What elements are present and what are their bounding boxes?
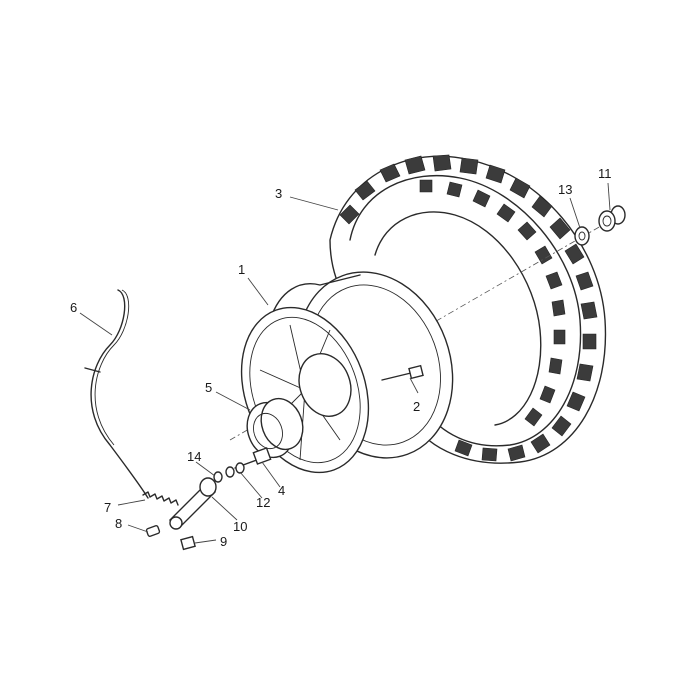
callout-2: 2 [413,399,420,414]
wheel-rim [240,271,454,474]
callout-labels: 1 2 3 4 5 6 7 8 9 10 11 12 13 14 [70,166,612,549]
rim-bolt [381,364,424,381]
brake-cable [84,289,149,499]
callout-3: 3 [275,186,282,201]
brake-lever [168,477,217,530]
callout-9: 9 [220,534,227,549]
callout-13: 13 [558,182,572,197]
callout-8: 8 [115,516,122,531]
callout-4: 4 [278,483,285,498]
tire-tread [339,154,598,462]
callout-7: 7 [104,500,111,515]
callout-5: 5 [205,380,212,395]
callout-12: 12 [256,495,270,510]
bolt-9 [180,535,196,551]
callout-6: 6 [70,300,77,315]
pin [145,525,161,537]
washer-13 [574,226,590,246]
callout-14: 14 [187,449,201,464]
leader-lines [79,182,611,544]
washer-14 [213,471,223,483]
brake-drum [246,397,304,459]
return-spring [142,491,179,506]
spacer-11 [598,205,626,232]
callout-11: 11 [598,166,612,181]
tire [329,154,607,464]
callout-10: 10 [233,519,247,534]
callout-1: 1 [238,262,245,277]
washer-12 [225,462,245,478]
